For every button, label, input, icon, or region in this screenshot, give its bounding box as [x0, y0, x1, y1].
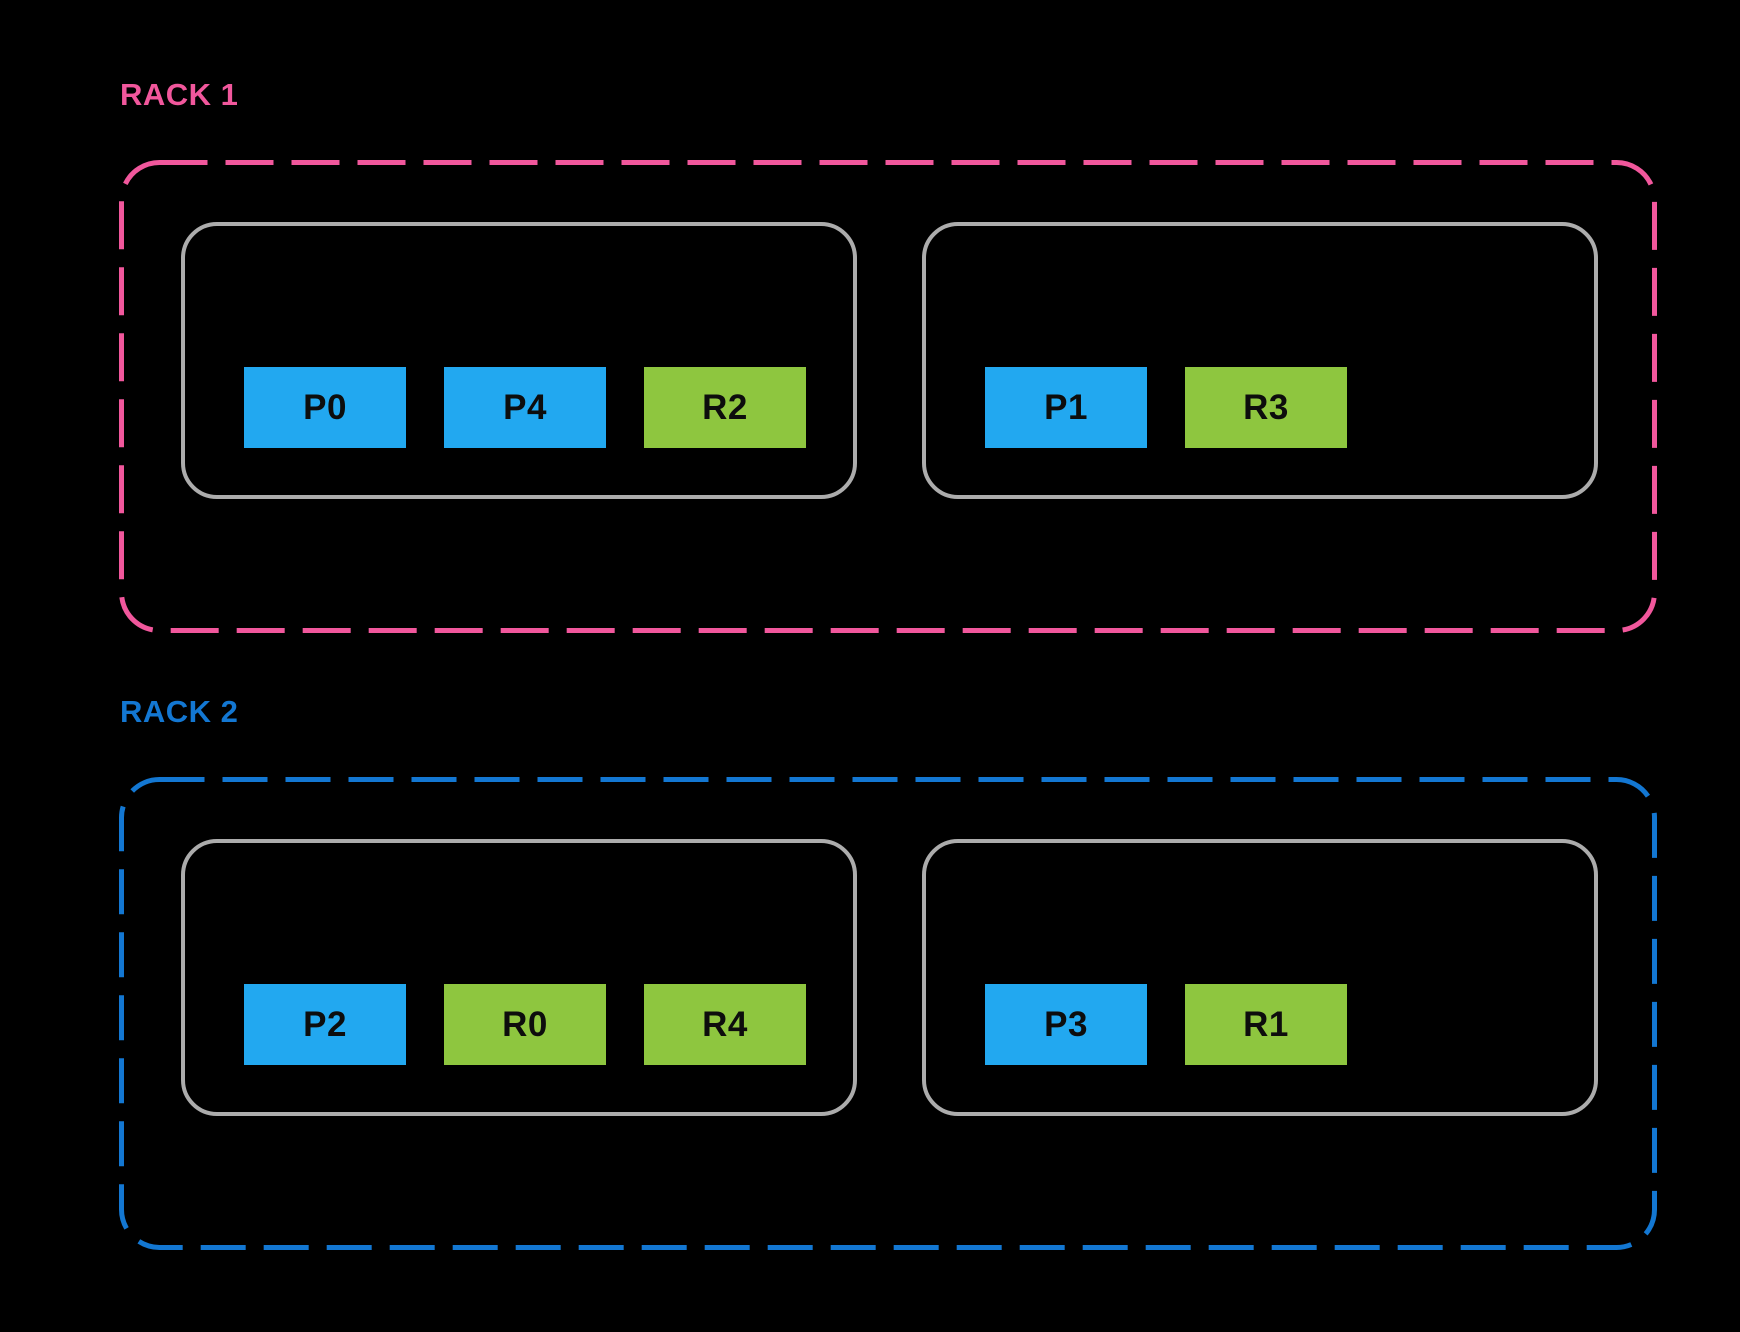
block-r3-label: R3	[1243, 387, 1289, 427]
block-p1-label: P1	[1044, 387, 1088, 427]
rack-1-dashed-border	[119, 160, 1657, 633]
rack-2-host-1: P2 R0 R4	[181, 839, 857, 1116]
rack-2-label: RACK 2	[120, 694, 239, 729]
block-p0: P0	[244, 367, 406, 448]
rack-1-label: RACK 1	[120, 77, 239, 112]
block-r4-label: R4	[702, 1004, 748, 1044]
block-r0: R0	[444, 984, 606, 1065]
block-r2: R2	[644, 367, 806, 448]
block-r1: R1	[1185, 984, 1347, 1065]
rack-2-dashed-border	[119, 777, 1657, 1250]
rack-1-boundary: P0 P4 R2 P1 R3	[119, 160, 1657, 633]
block-p4-label: P4	[503, 387, 547, 427]
block-p0-label: P0	[303, 387, 347, 427]
block-p3: P3	[985, 984, 1147, 1065]
block-r4: R4	[644, 984, 806, 1065]
block-p1: P1	[985, 367, 1147, 448]
rack-2-boundary: P2 R0 R4 P3 R1	[119, 777, 1657, 1250]
block-p4: P4	[444, 367, 606, 448]
block-r1-label: R1	[1243, 1004, 1289, 1044]
block-p2: P2	[244, 984, 406, 1065]
block-r3: R3	[1185, 367, 1347, 448]
block-p3-label: P3	[1044, 1004, 1088, 1044]
rack-1-host-1: P0 P4 R2	[181, 222, 857, 499]
rack-1-host-2: P1 R3	[922, 222, 1598, 499]
block-p2-label: P2	[303, 1004, 347, 1044]
block-r0-label: R0	[502, 1004, 548, 1044]
block-r2-label: R2	[702, 387, 748, 427]
rack-2-host-2: P3 R1	[922, 839, 1598, 1116]
